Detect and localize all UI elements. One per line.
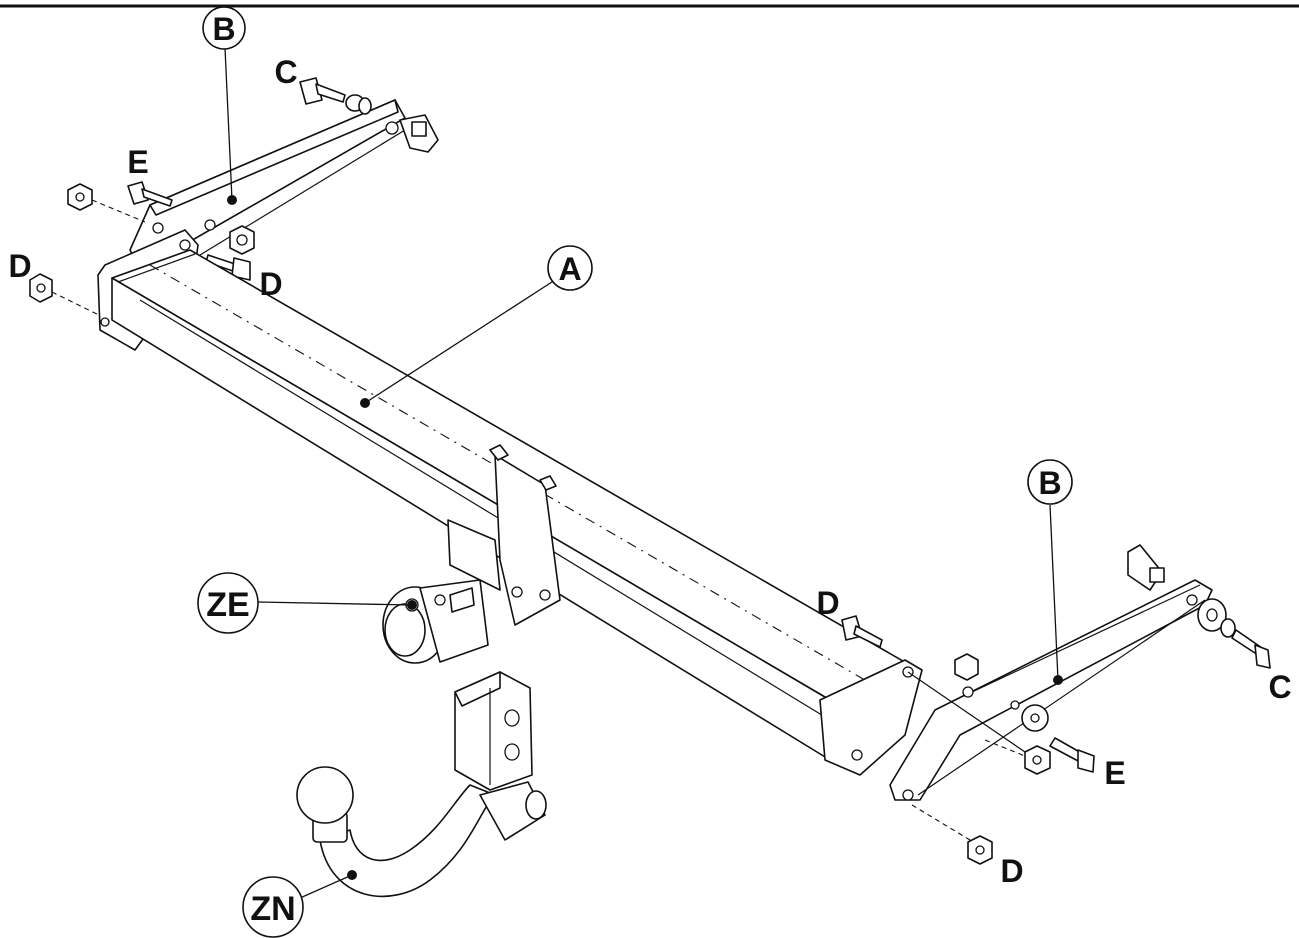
callout-zn: ZN [242, 876, 304, 938]
callout-b-right-label: B [1038, 465, 1061, 501]
electrical-socket [382, 579, 489, 664]
label-d-far-left: D [8, 248, 31, 284]
crossbar [97, 229, 923, 776]
callout-b-left-label: B [212, 11, 235, 47]
left-fasteners [29, 77, 372, 319]
callout-zn-label: ZN [250, 890, 295, 928]
leaders [224, 47, 1063, 899]
callout-a: A [547, 245, 593, 291]
tow-ball-neck [296, 671, 547, 898]
callout-a-label: A [558, 251, 581, 287]
right-fasteners [841, 598, 1271, 865]
label-c-left: C [274, 54, 297, 90]
callout-ze: ZE [197, 572, 259, 634]
label-d-right-bottom: D [1000, 853, 1023, 889]
label-d-right-top: D [816, 585, 839, 621]
label-e-left: E [127, 144, 148, 180]
callout-b-left: B [202, 6, 246, 50]
callout-b-right: B [1027, 459, 1073, 505]
label-c-right: C [1268, 669, 1291, 705]
label-d-left: D [259, 266, 282, 302]
callout-ze-label: ZE [206, 586, 249, 624]
right-bracket [889, 544, 1213, 801]
label-e-right: E [1104, 755, 1125, 791]
